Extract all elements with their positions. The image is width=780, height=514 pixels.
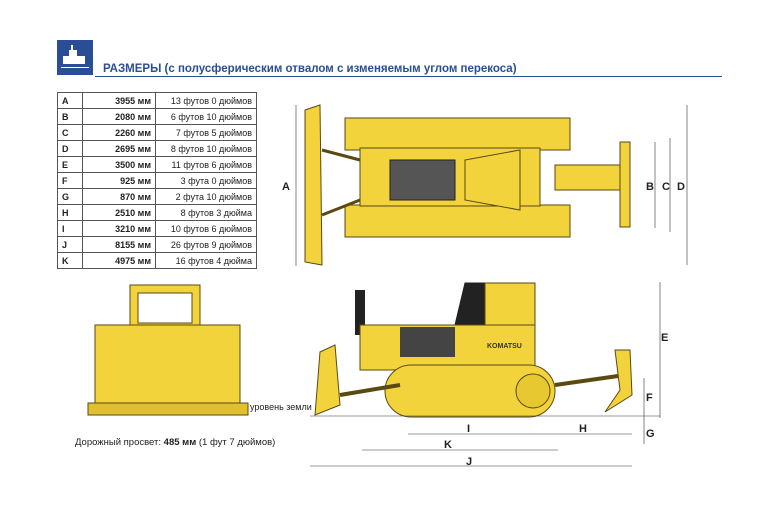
ground-clearance: Дорожный просвет: 485 мм (1 фут 7 дюймов… xyxy=(75,437,275,448)
bulldozer-icon xyxy=(57,40,93,75)
dim-label-j: J xyxy=(466,456,472,468)
clearance-value: 485 мм xyxy=(163,437,197,448)
dim-label-e: E xyxy=(661,332,668,344)
komatsu-logo: KOMATSU xyxy=(487,343,522,350)
dim-label-i: I xyxy=(467,423,470,435)
front-view-drawing xyxy=(87,284,249,416)
dim-label-h: H xyxy=(579,423,587,435)
side-view-drawing: KOMATSU E F G H I K J xyxy=(310,282,668,468)
dimension-mm: 4975 мм xyxy=(82,252,156,269)
title-divider xyxy=(95,76,722,77)
dim-label-d: D xyxy=(677,181,685,193)
page-title: РАЗМЕРЫ (с полусферическим отвалом с изм… xyxy=(103,63,517,75)
dimension-imperial: 16 футов 4 дюйма xyxy=(155,252,257,269)
dimension-key: K xyxy=(57,252,83,269)
clearance-label: Дорожный просвет: xyxy=(75,437,164,448)
ground-level-label: уровень земли xyxy=(250,402,312,412)
dim-label-f: F xyxy=(646,392,653,404)
dim-label-g: G xyxy=(646,428,655,440)
dim-label-b: B xyxy=(646,181,654,193)
clearance-imperial: (1 фут 7 дюймов) xyxy=(196,437,276,448)
dim-label-k: K xyxy=(444,439,452,451)
top-view-drawing: A B C D xyxy=(282,104,688,266)
dim-label-a: A xyxy=(282,181,290,193)
dim-label-c: C xyxy=(662,181,670,193)
